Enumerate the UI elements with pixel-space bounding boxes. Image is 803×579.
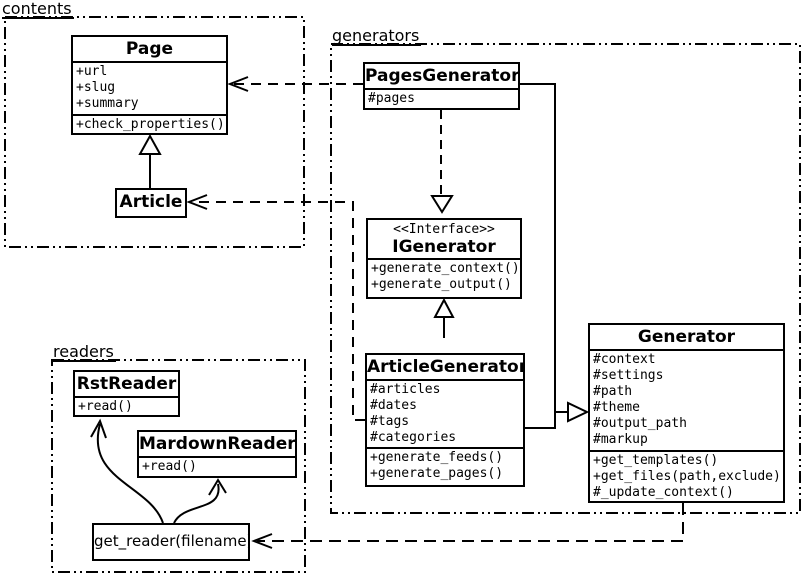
get-reader-label: get_reader(filename): [94, 532, 248, 550]
dependency-pagesgenerator-page-arrowhead: [227, 76, 249, 92]
class-title-generator: Generator: [637, 327, 736, 347]
package-contents-label: contents: [2, 0, 74, 19]
dependency-articlegenerator-article-line: [192, 201, 365, 421]
method: +generate_context(): [371, 261, 520, 276]
association-getreader-mardownreader-arrowhead: [208, 478, 227, 496]
class-box-articlegenerator: ArticleGenerator #articles #dates #tags …: [365, 353, 525, 487]
igenerator-methods: +generate_context() +generate_output(): [368, 258, 520, 294]
attribute: #categories: [370, 430, 457, 445]
association-getreader-mardownreader-line: [173, 483, 220, 524]
package-generators-label: generators: [332, 26, 422, 46]
articlegenerator-attributes: #articles #dates #tags #categories: [367, 379, 523, 447]
attribute: #markup: [593, 432, 648, 447]
class-title-article: Article: [119, 192, 183, 212]
method: +read(): [78, 399, 133, 414]
association-getreader-rstreader-line: [96, 423, 164, 524]
class-box-rstreader: RstReader +read(): [73, 370, 180, 417]
generalization-pagesgenerator-generator-line: [520, 83, 568, 413]
class-title-mardownreader: MardownReader: [139, 434, 295, 454]
package-readers-label: readers: [53, 342, 116, 362]
class-box-page: Page +url +slug +summary +check_properti…: [71, 35, 228, 135]
generalization-generator-arrowhead: [567, 401, 590, 423]
attribute: #articles: [370, 382, 441, 397]
method: +generate_output(): [371, 277, 512, 292]
articlegenerator-methods: +generate_feeds() +generate_pages(): [367, 447, 523, 483]
attribute: #pages: [368, 91, 415, 106]
package-generators-border: [330, 43, 801, 514]
class-title-pagesgenerator: PagesGenerator: [365, 66, 518, 86]
generalization-articlegenerator-igenerator-arrowhead: [433, 297, 455, 318]
attribute: #path: [593, 384, 633, 399]
attribute: #output_path: [593, 416, 687, 431]
attribute: #theme: [593, 400, 640, 415]
dependency-generator-getreader-arrowhead: [251, 533, 273, 549]
function-box-get-reader: get_reader(filename): [92, 523, 250, 561]
method: +generate_feeds(): [370, 450, 504, 465]
class-box-generator: Generator #context #settings #path #them…: [588, 323, 785, 503]
class-box-article: Article: [115, 188, 187, 218]
generator-methods: +get_templates() +get_files(path,exclude…: [590, 450, 783, 502]
rstreader-methods: +read(): [75, 396, 178, 416]
class-box-pagesgenerator: PagesGenerator #pages: [363, 62, 520, 110]
pagesgenerator-attributes: #pages: [365, 88, 518, 108]
page-methods: +check_properties(): [73, 114, 226, 134]
package-contents-border: [4, 16, 305, 248]
class-title-igenerator: IGenerator: [392, 237, 496, 257]
class-box-mardownreader: MardownReader +read(): [137, 430, 297, 478]
method: +generate_pages(): [370, 466, 504, 481]
method: +read(): [142, 459, 197, 474]
page-attributes: +url +slug +summary: [73, 61, 226, 114]
class-title-page: Page: [125, 39, 174, 59]
dependency-generator-getreader-line: [257, 503, 684, 542]
attribute: #tags: [370, 414, 410, 429]
generator-attributes: #context #settings #path #theme #output_…: [590, 349, 783, 450]
realization-pagesgenerator-igenerator-arrowhead: [430, 195, 454, 214]
class-title-articlegenerator: ArticleGenerator: [367, 357, 523, 377]
generalization-articlegenerator-generator-line: [525, 412, 556, 429]
method: +get_files(path,exclude): [593, 469, 781, 484]
generalization-article-page-arrowhead: [138, 133, 162, 155]
association-getreader-rstreader-arrowhead: [90, 418, 107, 439]
mardownreader-methods: +read(): [139, 456, 295, 476]
attribute: #dates: [370, 398, 417, 413]
package-readers-border: [51, 359, 306, 573]
attribute: +slug: [76, 80, 116, 95]
dependency-articlegenerator-article-arrowhead: [186, 194, 208, 210]
attribute: #context: [593, 352, 656, 367]
method: +check_properties(): [76, 117, 225, 132]
method: #_update_context(): [593, 485, 734, 500]
attribute: +url: [76, 64, 108, 79]
attribute: +summary: [76, 96, 139, 111]
igenerator-stereotype: <<Interface>>: [393, 222, 495, 237]
attribute: #settings: [593, 368, 664, 383]
class-title-rstreader: RstReader: [76, 374, 177, 394]
class-box-igenerator: <<Interface>> IGenerator +generate_conte…: [366, 218, 522, 299]
method: +get_templates(): [593, 453, 719, 468]
